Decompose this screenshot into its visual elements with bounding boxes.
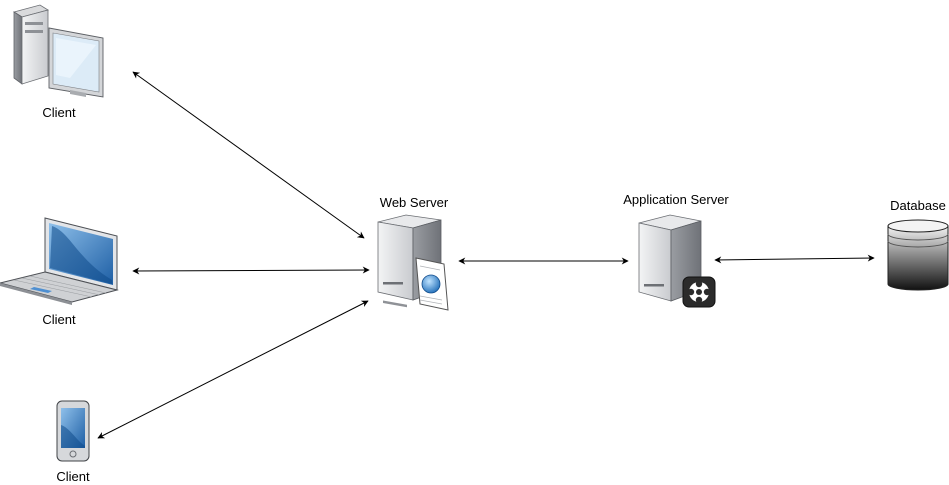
label-web-server: Web Server	[380, 195, 449, 210]
label-client-desktop: Client	[42, 105, 76, 120]
web-server-icon[interactable]	[377, 214, 449, 311]
label-client-phone: Client	[56, 469, 90, 484]
edge-desktop-webserver	[132, 71, 365, 239]
application-server-icon[interactable]	[638, 214, 716, 308]
mobile-phone-icon[interactable]	[56, 400, 90, 462]
connections	[97, 71, 875, 439]
label-client-laptop: Client	[42, 312, 76, 327]
label-application-server: Application Server	[623, 192, 729, 207]
edge-laptop-webserver	[132, 266, 370, 275]
edge-phone-webserver	[97, 300, 369, 439]
desktop-computer-icon[interactable]	[13, 4, 104, 98]
database-cylinder-icon[interactable]	[887, 219, 949, 291]
laptop-icon[interactable]	[0, 217, 119, 305]
label-database: Database	[890, 198, 946, 213]
edge-appserver-database	[714, 254, 875, 264]
